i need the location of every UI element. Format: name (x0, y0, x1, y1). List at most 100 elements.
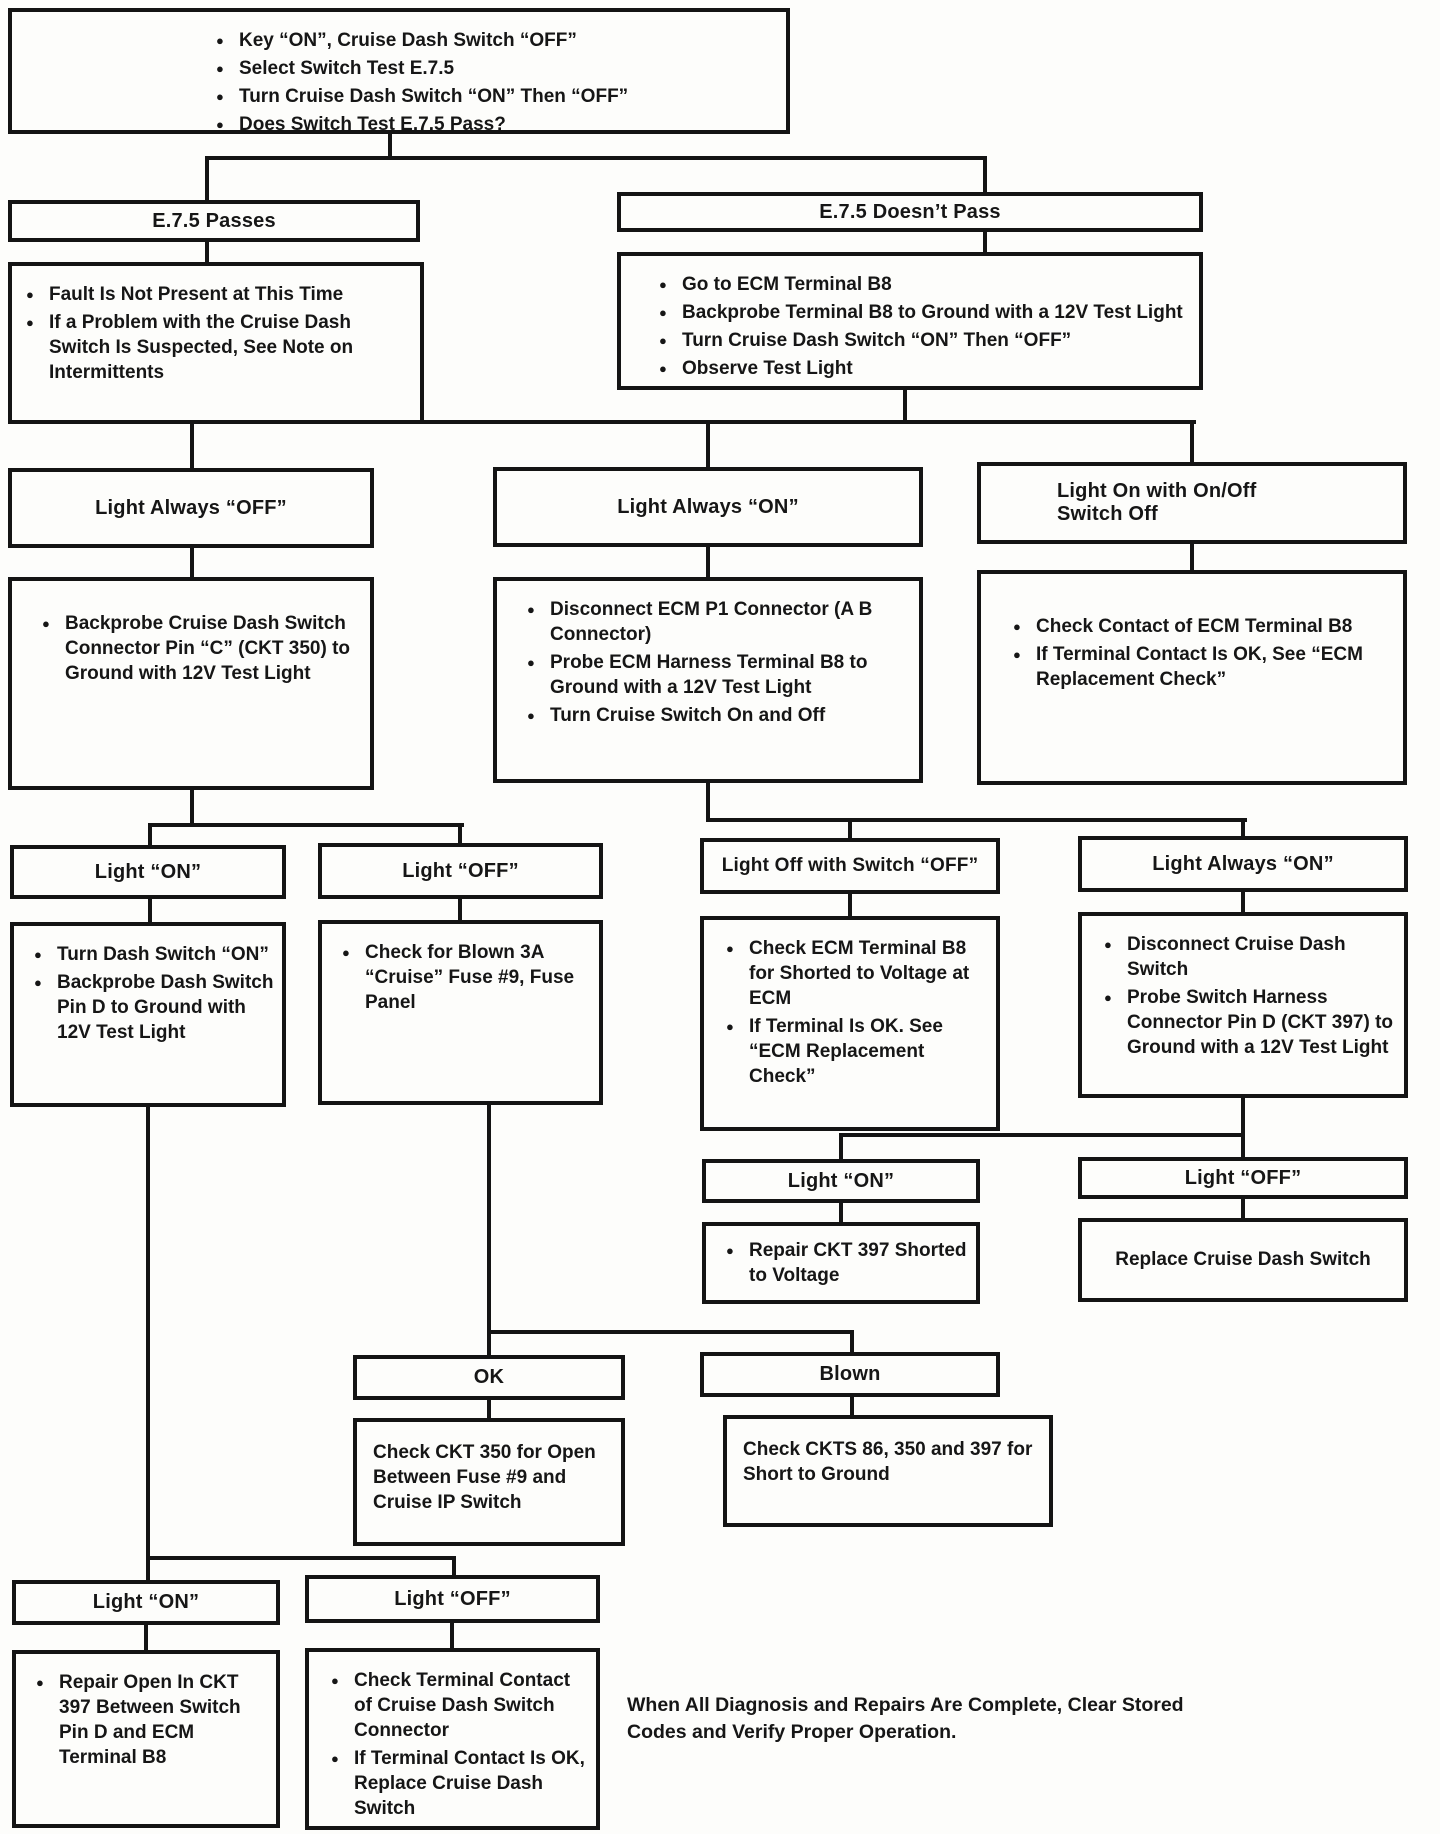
node-title: Light “OFF” (1184, 1166, 1302, 1189)
bullet-item: Repair Open In CKT 397 Between Switch Pi… (36, 1670, 268, 1770)
connector-line (1190, 544, 1194, 570)
node-l4-light-on-body: Turn Dash Switch “ON” Backprobe Dash Swi… (10, 922, 286, 1107)
connector-line (205, 242, 209, 262)
connector-line (983, 156, 987, 194)
node-title: Light Always “ON” (617, 495, 799, 518)
bullet-item: Turn Cruise Switch On and Off (527, 703, 911, 728)
node-light-off-with-switch-off-header: Light Off with Switch “OFF” (700, 838, 1000, 894)
node-text: Replace Cruise Dash Switch (1115, 1249, 1371, 1270)
node-l4-light-always-on-header: Light Always “ON” (1078, 836, 1408, 892)
node-l6-light-on-header: Light “ON” (12, 1580, 280, 1625)
connector-line (487, 1330, 854, 1334)
bullet-item: Turn Cruise Dash Switch “ON” Then “OFF” (659, 328, 1191, 353)
node-e75-passes-header: E.7.5 Passes (8, 200, 420, 242)
connector-line (1241, 818, 1245, 836)
connector-line (706, 783, 710, 820)
node-title: E.7.5 Passes (152, 209, 276, 232)
bullet-item: Observe Test Light (659, 356, 1191, 381)
closing-note: When All Diagnosis and Repairs Are Compl… (627, 1694, 1184, 1743)
connector-line (839, 1203, 843, 1222)
node-text: Check CKTS 86, 350 and 397 for Short to … (743, 1439, 1033, 1485)
node-l4-light-always-on-body: Disconnect Cruise Dash Switch Probe Swit… (1078, 912, 1408, 1098)
bullet-item: Does Switch Test E.7.5 Pass? (216, 112, 778, 137)
bullet-list: Repair CKT 397 Shorted to Voltage (726, 1238, 968, 1288)
connector-line (1241, 892, 1245, 912)
connector-line (848, 818, 852, 838)
bullet-list: Turn Dash Switch “ON” Backprobe Dash Swi… (34, 942, 274, 1045)
node-fuse-blown-header: Blown (700, 1352, 1000, 1397)
bullet-list: Go to ECM Terminal B8 Backprobe Terminal… (659, 272, 1191, 381)
node-l5-light-on-header: Light “ON” (702, 1159, 980, 1203)
bullet-list: Check Contact of ECM Terminal B8 If Term… (1013, 614, 1395, 692)
bullet-item: Go to ECM Terminal B8 (659, 272, 1191, 297)
bullet-item: Check Contact of ECM Terminal B8 (1013, 614, 1395, 639)
node-title: Light “ON” (94, 860, 202, 883)
node-title: Blown (819, 1363, 881, 1385)
node-l6-light-on-body: Repair Open In CKT 397 Between Switch Pi… (12, 1650, 280, 1828)
bullet-list: Backprobe Cruise Dash Switch Connector P… (42, 611, 362, 686)
node-light-off-with-switch-off-body: Check ECM Terminal B8 for Shorted to Vol… (700, 916, 1000, 1131)
bullet-list: Check Terminal Contact of Cruise Dash Sw… (331, 1668, 588, 1821)
bullet-item: Check Terminal Contact of Cruise Dash Sw… (331, 1668, 588, 1743)
connector-line (1241, 1133, 1245, 1157)
bullet-list: Disconnect Cruise Dash Switch Probe Swit… (1104, 932, 1396, 1060)
connector-line (144, 1625, 148, 1650)
connector-line (148, 823, 464, 827)
bullet-item: Key “ON”, Cruise Dash Switch “OFF” (216, 28, 778, 53)
node-title: Light Always “ON” (1152, 852, 1334, 875)
bullet-list: Check ECM Terminal B8 for Shorted to Vol… (726, 936, 988, 1089)
node-fuse-ok-header: OK (353, 1355, 625, 1400)
node-title: Light “ON” (92, 1591, 200, 1613)
node-l5-light-off-body: Replace Cruise Dash Switch (1078, 1218, 1408, 1302)
bullet-item: Backprobe Dash Switch Pin D to Ground wi… (34, 970, 274, 1045)
bullet-list: Disconnect ECM P1 Connector (A B Connect… (527, 597, 911, 728)
connector-line (1241, 1098, 1245, 1135)
bullet-item: Turn Dash Switch “ON” (34, 942, 274, 967)
connector-line (458, 823, 462, 843)
node-l6-light-off-body: Check Terminal Contact of Cruise Dash Sw… (305, 1648, 600, 1830)
node-l5-light-on-body: Repair CKT 397 Shorted to Voltage (702, 1222, 980, 1304)
connector-line (903, 390, 907, 422)
node-light-always-on-header: Light Always “ON” (493, 467, 923, 547)
connector-line (205, 156, 987, 160)
node-l4-light-off-header: Light “OFF” (318, 843, 603, 899)
bullet-list: Fault Is Not Present at This Time If a P… (26, 282, 412, 385)
node-e75-fails-body: Go to ECM Terminal B8 Backprobe Terminal… (617, 252, 1203, 390)
connector-line (706, 818, 1247, 822)
connector-line (487, 1330, 491, 1355)
bullet-item: Backprobe Cruise Dash Switch Connector P… (42, 611, 362, 686)
connector-line (450, 1623, 454, 1648)
connector-line (148, 823, 152, 845)
bullet-list: Repair Open In CKT 397 Between Switch Pi… (36, 1670, 268, 1770)
connector-line (148, 899, 152, 922)
bullet-item: Fault Is Not Present at This Time (26, 282, 412, 307)
node-title: Light On with On/Off Switch Off (1057, 480, 1257, 525)
connector-line (190, 420, 194, 468)
connector-line (850, 1330, 854, 1352)
bullet-item: Select Switch Test E.7.5 (216, 56, 778, 81)
connector-line (706, 547, 710, 577)
bullet-item: Probe ECM Harness Terminal B8 to Ground … (527, 650, 911, 700)
bullet-item: Disconnect ECM P1 Connector (A B Connect… (527, 597, 911, 647)
node-l6-light-off-header: Light “OFF” (305, 1575, 600, 1623)
connector-line (146, 1556, 150, 1580)
connector-line (388, 134, 392, 160)
connector-line (458, 899, 462, 920)
bullet-item: Probe Switch Harness Connector Pin D (CK… (1104, 985, 1396, 1060)
connector-line (487, 1105, 491, 1334)
connector-line (850, 1397, 854, 1415)
bullet-item: Turn Cruise Dash Switch “ON” Then “OFF” (216, 84, 778, 109)
node-l5-light-off-header: Light “OFF” (1078, 1157, 1408, 1199)
connector-line (1190, 420, 1194, 462)
connector-line (839, 1133, 843, 1159)
connector-line (146, 1556, 456, 1560)
connector-line (190, 548, 194, 577)
connector-line (983, 232, 987, 252)
connector-line (487, 1400, 491, 1418)
bullet-item: If Terminal Contact Is OK, Replace Cruis… (331, 1746, 588, 1821)
node-title: Light “OFF” (402, 859, 519, 882)
node-fuse-ok-body: Check CKT 350 for Open Between Fuse #9 a… (353, 1418, 625, 1546)
node-fuse-blown-body: Check CKTS 86, 350 and 397 for Short to … (723, 1415, 1053, 1527)
connector-line (452, 1556, 456, 1575)
node-e75-passes-body: Fault Is Not Present at This Time If a P… (8, 262, 424, 424)
